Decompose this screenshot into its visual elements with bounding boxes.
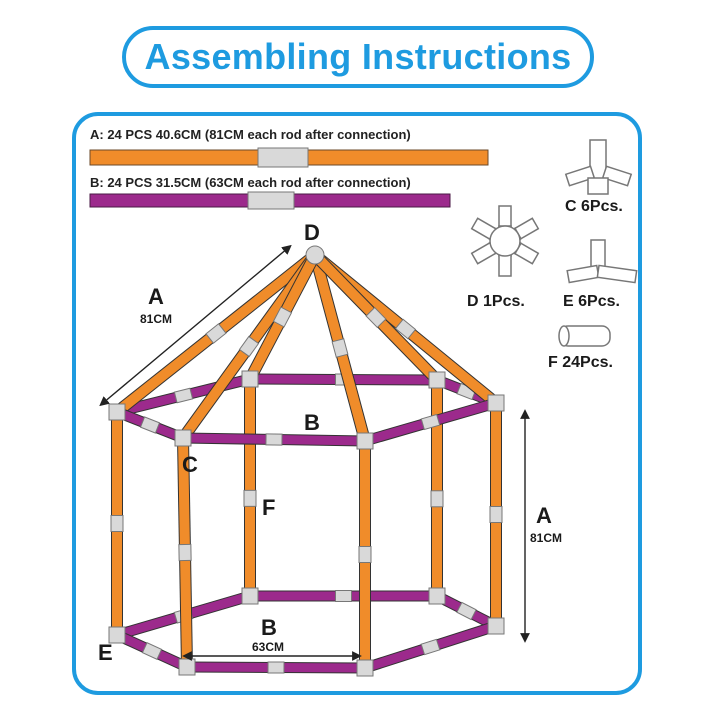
connector-f: [335, 590, 352, 602]
page-title: Assembling Instructions: [144, 36, 572, 77]
part-c-label: C 6Pcs.: [565, 198, 623, 215]
corner-connector: [108, 626, 126, 644]
connector-f: [173, 387, 194, 404]
label-b-top: B: [304, 410, 320, 435]
corner-connector: [487, 394, 505, 412]
connector-f-icon: [558, 325, 611, 347]
corner-connector: [487, 617, 505, 635]
connector-f: [394, 318, 417, 340]
label-f: F: [262, 495, 276, 520]
label-a-right: A: [536, 503, 552, 528]
corner-connector: [356, 432, 374, 450]
part-e-label: E 6Pcs.: [563, 293, 620, 310]
part-d-label: D 1Pcs.: [467, 293, 525, 310]
corner-connector: [356, 659, 374, 677]
label-d: D: [304, 220, 320, 245]
apex-connector-d: [305, 245, 325, 265]
connector-d-icon: [470, 205, 540, 277]
connector-f: [456, 601, 477, 621]
instructions-panel: [72, 112, 642, 695]
corner-connector: [178, 658, 196, 676]
connector-f: [110, 515, 124, 532]
part-f-label: F 24Pcs.: [548, 354, 613, 371]
connector-f: [358, 546, 372, 563]
dimension-a-left-arrow: [99, 244, 292, 407]
corner-connector: [174, 429, 192, 447]
corner-connector: [428, 587, 446, 605]
label-a-left-dim: 81CM: [140, 312, 173, 326]
connector-f: [331, 338, 349, 358]
connector-f: [365, 306, 387, 329]
label-a-right-dim: 81CM: [530, 531, 563, 545]
connector-f: [430, 490, 444, 508]
title-box: Assembling Instructions: [122, 26, 594, 88]
connector-e-icon: [566, 239, 638, 284]
corner-connector: [428, 371, 446, 389]
rod-b-spec: B: 24 PCS 31.5CM (63CM each rod after co…: [90, 175, 411, 190]
corner-connector: [241, 587, 259, 605]
connector-f: [489, 506, 503, 523]
corner-connector: [108, 403, 126, 421]
label-b-bottom: B: [261, 615, 277, 640]
connector-f: [141, 642, 163, 660]
connector-f: [267, 661, 285, 674]
connector-f: [139, 416, 161, 434]
label-b-bottom-dim: 63CM: [252, 640, 285, 654]
connector-f: [178, 543, 192, 562]
label-c: C: [182, 452, 198, 477]
frame-rods: [108, 245, 505, 677]
label-e: E: [98, 640, 113, 665]
connector-f: [265, 433, 283, 446]
rod-a-sample: [89, 147, 489, 168]
connector-f: [420, 413, 441, 431]
label-a-left: A: [148, 284, 164, 309]
connector-c-icon: [564, 139, 633, 195]
rod-a-spec: A: 24 PCS 40.6CM (81CM each rod after co…: [90, 127, 411, 142]
connector-f: [243, 489, 257, 507]
connector-f: [420, 638, 441, 656]
rod-b-sample: [89, 191, 451, 210]
corner-connector: [241, 370, 259, 388]
